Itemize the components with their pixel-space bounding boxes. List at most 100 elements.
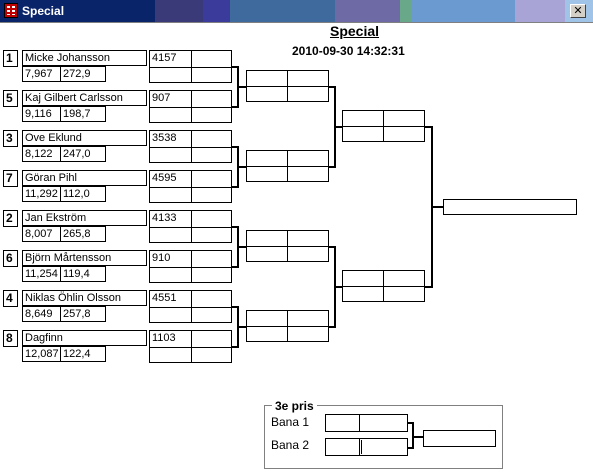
bracket-line (232, 66, 239, 68)
bracket-line (329, 326, 336, 328)
player-score-box[interactable]: 4133 (149, 210, 232, 243)
divider (191, 51, 192, 82)
bracket-line (431, 206, 443, 208)
player-name: Dagfinn (22, 330, 147, 346)
divider (359, 438, 360, 456)
match-box-semifinal[interactable] (342, 270, 425, 302)
player-score-box[interactable]: 910 (149, 250, 232, 283)
seed-number: 3 (3, 130, 18, 147)
player-stat-1: 11,292 (22, 186, 61, 202)
player-stat-1: 8,007 (22, 226, 61, 242)
divider (150, 107, 231, 108)
bracket-line (334, 286, 342, 288)
player-score-box[interactable]: 4157 (149, 50, 232, 83)
match-box-round2[interactable] (246, 70, 329, 102)
divider (247, 86, 328, 87)
bana1-label: Bana 1 (271, 415, 310, 429)
title-bar-segment (400, 0, 412, 22)
bracket-line (237, 246, 246, 248)
connector (408, 422, 414, 424)
title-bar-segment (203, 0, 230, 22)
bracket-line (232, 306, 239, 308)
player-score-box[interactable]: 4595 (149, 170, 232, 203)
match-box-round2[interactable] (246, 150, 329, 182)
player-stat-1: 11,254 (22, 266, 61, 282)
divider (150, 307, 231, 308)
player-stat-2: 272,9 (60, 66, 106, 82)
divider (150, 187, 231, 188)
seed-number: 1 (3, 50, 18, 67)
bracket-line (425, 126, 433, 128)
divider (191, 331, 192, 362)
app-icon (4, 3, 18, 18)
seed-number: 5 (3, 90, 18, 107)
player-stat-2: 119,4 (60, 266, 106, 282)
title-bar-segment (412, 0, 515, 22)
divider (150, 267, 231, 268)
player-score-box[interactable]: 4551 (149, 290, 232, 323)
bracket-line (237, 326, 246, 328)
player-stat-1: 8,122 (22, 146, 61, 162)
player-name: Niklas Öhlin Olsson (22, 290, 147, 306)
seed-number: 7 (3, 170, 18, 187)
third-place-group (264, 405, 503, 469)
player-score-box[interactable]: 3538 (149, 130, 232, 163)
divider (150, 227, 231, 228)
text-cursor (361, 440, 362, 454)
player-stat-2: 265,8 (60, 226, 106, 242)
bracket-line (334, 126, 342, 128)
player-score: 4133 (152, 212, 177, 224)
title-bar: Special ✕ (0, 0, 593, 23)
window-title: Special (22, 4, 65, 18)
title-bar-segment (335, 0, 400, 22)
player-score: 1103 (152, 332, 176, 344)
bracket-line (232, 346, 239, 348)
player-stat-2: 112,0 (60, 186, 106, 202)
third-place-score-2[interactable] (325, 438, 408, 456)
player-stat-2: 257,8 (60, 306, 106, 322)
title-bar-segment (515, 0, 565, 22)
close-button[interactable]: ✕ (570, 4, 586, 18)
title-bar-segment (230, 0, 335, 22)
player-score: 4595 (152, 172, 177, 184)
player-name: Göran Pihl (22, 170, 147, 186)
page-title: Special (329, 23, 380, 39)
divider (359, 414, 360, 432)
divider (191, 291, 192, 322)
player-name: Björn Mårtensson (22, 250, 147, 266)
bracket-line (232, 226, 239, 228)
bracket-line (232, 186, 239, 188)
player-stat-2: 247,0 (60, 146, 106, 162)
bana2-label: Bana 2 (271, 438, 310, 452)
player-stat-1: 9,116 (22, 106, 61, 122)
final-winner-box[interactable] (443, 199, 577, 215)
match-box-round2[interactable] (246, 230, 329, 262)
seed-number: 6 (3, 250, 18, 267)
divider (191, 91, 192, 122)
divider (247, 166, 328, 167)
player-stat-1: 12,087 (22, 346, 61, 362)
match-box-semifinal[interactable] (342, 110, 425, 142)
match-box-round2[interactable] (246, 310, 329, 342)
player-score-box[interactable]: 907 (149, 90, 232, 123)
bracket-line (237, 166, 246, 168)
bracket-line (232, 146, 239, 148)
player-score: 4551 (152, 292, 177, 304)
player-stat-2: 122,4 (60, 346, 106, 362)
third-place-winner-box[interactable] (423, 430, 496, 447)
player-stat-1: 8,649 (22, 306, 61, 322)
player-name: Kaj Gilbert Carlsson (22, 90, 147, 106)
bracket-line (232, 266, 239, 268)
player-score: 3538 (152, 132, 177, 144)
divider (343, 286, 424, 287)
divider (150, 67, 231, 68)
connector (412, 422, 414, 449)
datetime-label: 2010-09-30 14:32:31 (292, 44, 405, 58)
player-score-box[interactable]: 1103 (149, 330, 232, 363)
divider (191, 171, 192, 202)
seed-number: 2 (3, 210, 18, 227)
third-place-score-1[interactable] (325, 414, 408, 432)
seed-number: 4 (3, 290, 18, 307)
divider (191, 131, 192, 162)
bracket-line (237, 86, 246, 88)
